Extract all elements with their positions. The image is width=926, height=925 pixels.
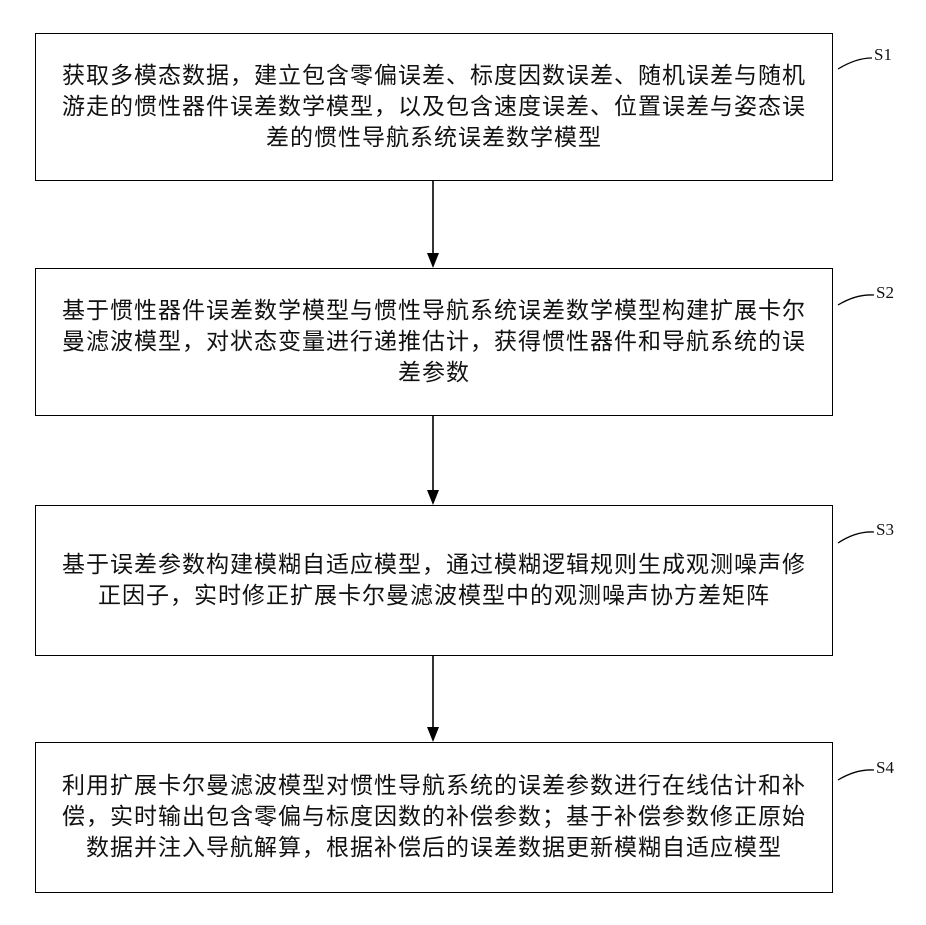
- leader-line-s2: [838, 295, 874, 305]
- step-s4-line: 利用扩展卡尔曼滤波模型对惯性导航系统的误差参数进行在线估计和补: [62, 771, 806, 802]
- step-s3-line: 基于误差参数构建模糊自适应模型，通过模糊逻辑规则生成观测噪声修: [62, 550, 806, 581]
- step-s4-line: 偿，实时输出包含零偏与标度因数的补偿参数；基于补偿参数修正原始: [62, 802, 806, 833]
- step-label-s3: S3: [876, 520, 894, 540]
- step-s2-line: 曼滤波模型，对状态变量进行递推估计，获得惯性器件和导航系统的误: [62, 327, 806, 358]
- step-label-s4: S4: [876, 758, 894, 778]
- step-label-s1: S1: [874, 45, 892, 65]
- arrow-s3-to-s4: [427, 656, 439, 742]
- step-box-s4: 利用扩展卡尔曼滤波模型对惯性导航系统的误差参数进行在线估计和补 偿，实时输出包含…: [35, 742, 833, 893]
- leader-line-s1: [838, 58, 872, 69]
- step-s2-line: 基于惯性器件误差数学模型与惯性导航系统误差数学模型构建扩展卡尔: [62, 296, 806, 327]
- step-s4-line: 数据并注入导航解算，根据补偿后的误差数据更新模糊自适应模型: [86, 833, 782, 864]
- arrow-s2-to-s3: [427, 416, 439, 505]
- step-box-s3: 基于误差参数构建模糊自适应模型，通过模糊逻辑规则生成观测噪声修 正因子，实时修正…: [35, 505, 833, 656]
- step-s3-line: 正因子，实时修正扩展卡尔曼滤波模型中的观测噪声协方差矩阵: [98, 581, 770, 612]
- arrow-s1-to-s2: [427, 181, 439, 268]
- step-s1-line: 游走的惯性器件误差数学模型，以及包含速度误差、位置误差与姿态误: [62, 92, 806, 123]
- step-box-s2: 基于惯性器件误差数学模型与惯性导航系统误差数学模型构建扩展卡尔 曼滤波模型，对状…: [35, 268, 833, 416]
- step-s1-line: 获取多模态数据，建立包含零偏误差、标度因数误差、随机误差与随机: [62, 61, 806, 92]
- step-box-s1: 获取多模态数据，建立包含零偏误差、标度因数误差、随机误差与随机 游走的惯性器件误…: [35, 33, 833, 181]
- leader-line-s3: [838, 532, 874, 543]
- leader-line-s4: [838, 770, 874, 780]
- step-s2-line: 差参数: [398, 358, 470, 389]
- step-s1-line: 差的惯性导航系统误差数学模型: [266, 123, 602, 154]
- step-label-s2: S2: [876, 283, 894, 303]
